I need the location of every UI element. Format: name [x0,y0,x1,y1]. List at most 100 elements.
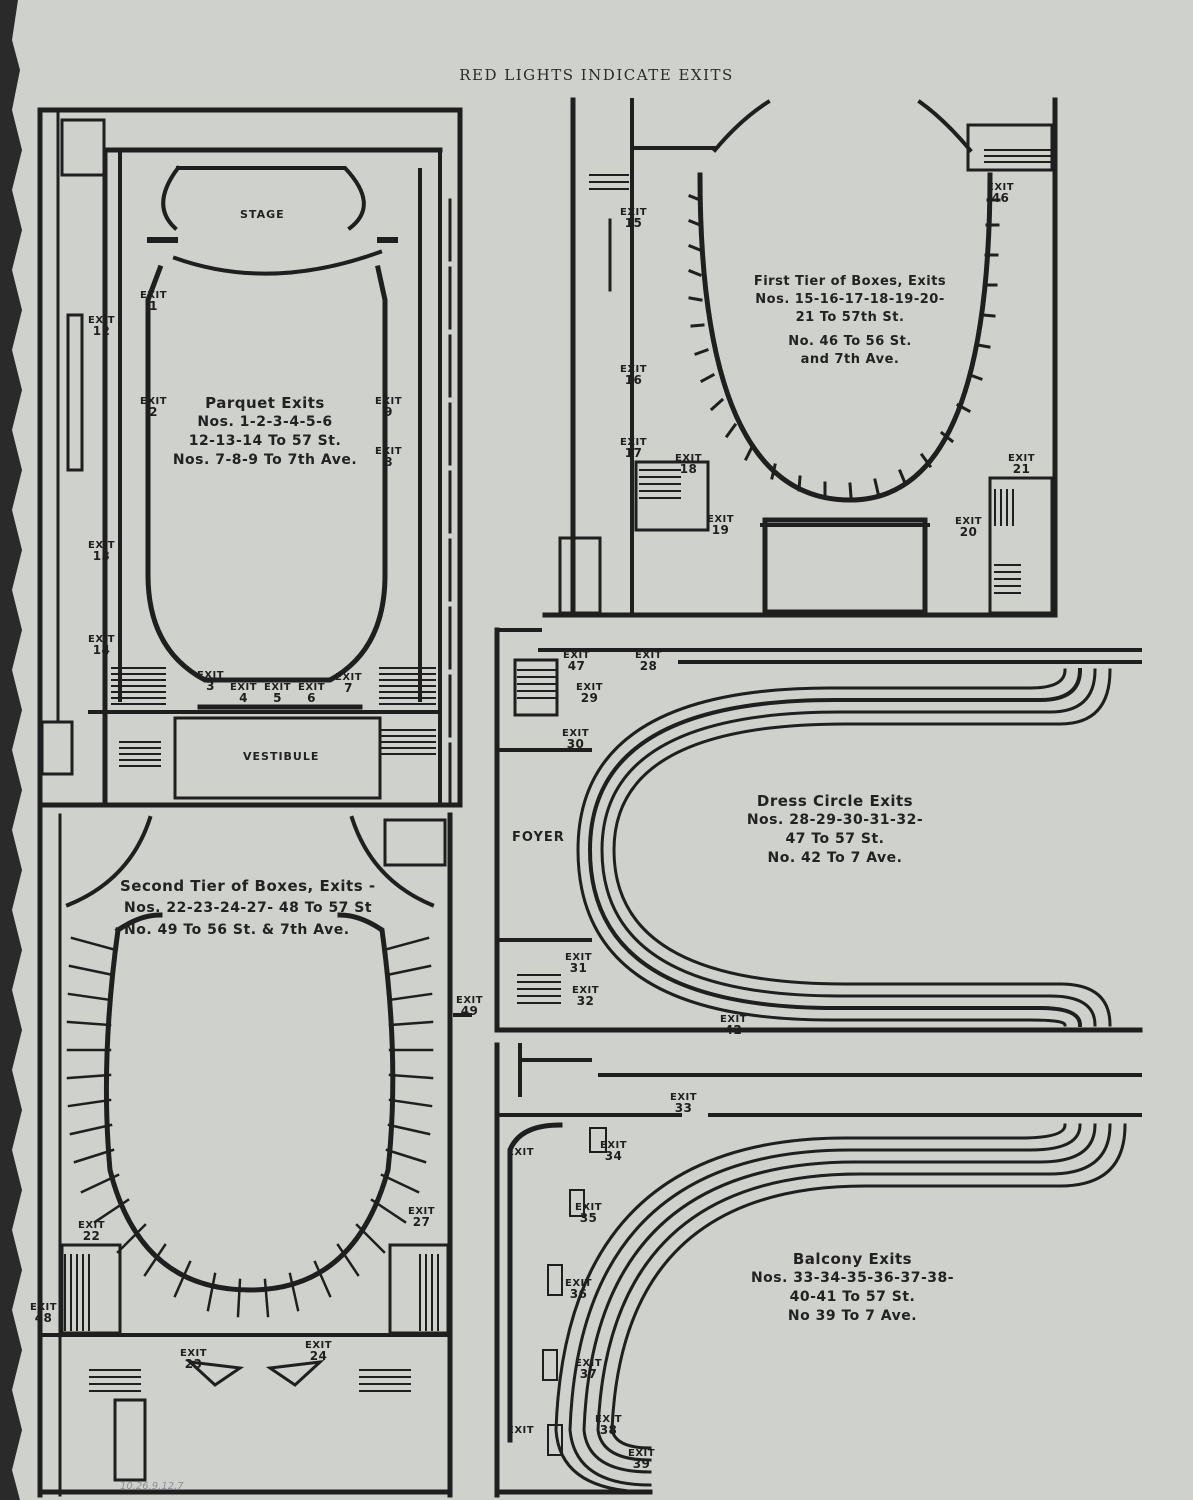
exit-number: 29 [580,691,599,705]
exit-number: 19 [711,523,730,537]
exit-number: 16 [624,373,643,387]
exit-marker: EXIT [507,1425,534,1436]
exit-number: 7 [344,681,353,695]
torn-edge [0,0,22,1500]
dress-circle-caption-heading: Dress Circle Exits [756,792,914,810]
exit-number: 27 [412,1215,431,1229]
exit-word: EXIT [408,1206,436,1217]
balcony-plan [494,1042,1142,1498]
exit-word: EXIT [30,1302,58,1313]
exit-number: 14 [92,643,111,657]
exit-word: EXIT [600,1140,628,1151]
parquet-caption-line: 12-13-14 To 57 St. [188,433,342,449]
exit-word: EXIT [507,1425,535,1436]
exit-number: 33 [674,1101,693,1115]
exit-number: 48 [34,1311,53,1325]
exit-number: 2 [149,405,158,419]
exit-number: 47 [567,659,586,673]
catalog-mark: 10.26.9.12.7 [120,1481,184,1492]
first-tier-caption-line: 21 To 57th St. [795,310,905,325]
exit-word: EXIT [230,682,258,693]
exit-number: 20 [959,525,978,539]
exit-word: EXIT [562,728,590,739]
exit-word: EXIT [197,670,225,681]
exit-word: EXIT [305,1340,333,1351]
exit-word: EXIT [298,682,326,693]
exit-word: EXIT [88,634,116,645]
exit-number: 3 [206,679,215,693]
exit-number: 36 [569,1287,588,1301]
second-tier-caption-line: No. 49 To 56 St. & 7th Ave. [124,922,350,938]
exit-number: 17 [624,446,643,460]
exit-number: 39 [632,1457,651,1471]
exit-word: EXIT [720,1014,748,1025]
exit-word: EXIT [88,540,116,551]
first-tier-caption-line: Nos. 15-16-17-18-19-20- [755,292,945,307]
exit-word: EXIT [575,1202,603,1213]
exit-word: EXIT [620,364,648,375]
exit-word: EXIT [456,995,484,1006]
dress-circle-caption: Dress Circle Exits Nos. 28-29-30-31-32- … [735,792,935,868]
first-tier-caption: First Tier of Boxes, Exits Nos. 15-16-17… [740,273,960,369]
parquet-caption-heading: Parquet Exits [205,394,325,412]
exit-word: EXIT [180,1348,208,1359]
exit-word: EXIT [375,396,403,407]
exit-word: EXIT [565,952,593,963]
exit-marker: EXIT [507,1147,534,1158]
exit-number: 21 [1012,462,1031,476]
exit-word: EXIT [140,290,168,301]
exit-number: 1 [149,299,158,313]
exit-word: EXIT [620,207,648,218]
exit-word: EXIT [595,1414,623,1425]
exit-word: EXIT [620,437,648,448]
balcony-caption-line: 40-41 To 57 St. [789,1289,916,1305]
second-tier-caption: Second Tier of Boxes, Exits - Nos. 22-23… [120,875,405,941]
exit-word: EXIT [670,1092,698,1103]
exit-word: EXIT [628,1448,656,1459]
foyer-label: FOYER [512,830,565,845]
second-tier-caption-heading: Second Tier of Boxes, Exits - [120,877,376,895]
second-tier-plan [37,802,472,1498]
vestibule-label: VESTIBULE [243,750,320,763]
exit-word: EXIT [1008,453,1036,464]
exit-word: EXIT [576,682,604,693]
parquet-caption-line: Nos. 1-2-3-4-5-6 [197,414,333,430]
page-title: RED LIGHTS INDICATE EXITS [459,66,734,84]
stage-label: STAGE [240,208,285,221]
balcony-caption: Balcony Exits Nos. 33-34-35-36-37-38- 40… [740,1250,965,1326]
exit-number: 28 [639,659,658,673]
exit-number: 18 [679,462,698,476]
exit-number: 8 [384,455,393,469]
dress-circle-caption-line: No. 42 To 7 Ave. [767,850,903,866]
second-tier-caption-line: Nos. 22-23-24-27- 48 To 57 St [124,900,373,916]
dress-circle-caption-line: Nos. 28-29-30-31-32- [746,812,924,828]
first-tier-caption-line: and 7th Ave. [800,352,900,367]
exit-word: EXIT [635,650,663,661]
balcony-caption-line: No 39 To 7 Ave. [787,1308,918,1324]
exit-number: 23 [184,1357,203,1371]
exit-number: 24 [309,1349,328,1363]
